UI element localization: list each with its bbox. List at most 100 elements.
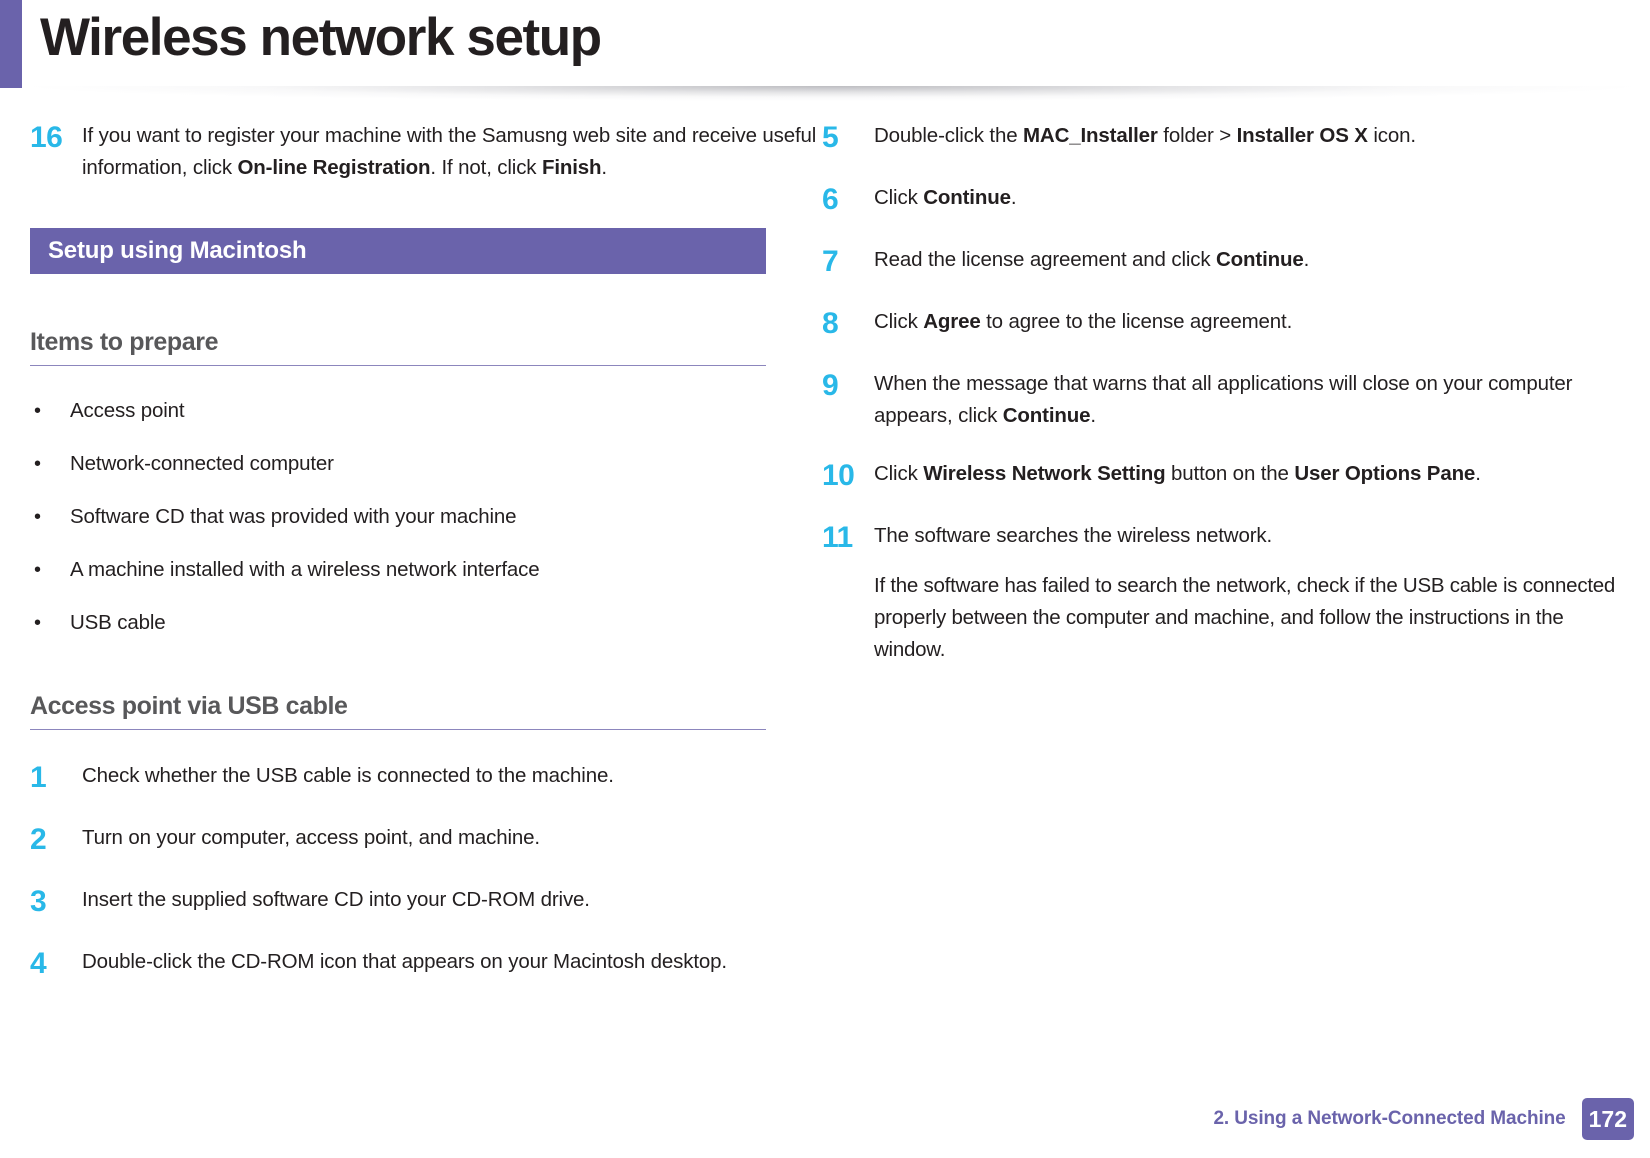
header-divider-shadow bbox=[22, 86, 1642, 102]
step-number: 2 bbox=[30, 823, 47, 856]
sub-heading-rule bbox=[30, 365, 766, 366]
sub-heading-label: Access point via USB cable bbox=[30, 692, 348, 720]
footer-page-number: 172 bbox=[1581, 1098, 1634, 1140]
step-11: 11 The software searches the wireless net… bbox=[822, 520, 1622, 666]
sub-heading-label: Items to prepare bbox=[30, 328, 219, 356]
step-text: Read the license agreement and click Con… bbox=[874, 244, 1622, 276]
plain-text: . bbox=[601, 156, 607, 179]
step-number: 8 bbox=[822, 307, 839, 340]
plain-text: to agree to the license agreement. bbox=[980, 310, 1293, 333]
plain-text: Read the license agreement and click bbox=[874, 248, 1217, 271]
step-number: 5 bbox=[822, 121, 839, 154]
macintosh-steps-list: 5 Double-click the MAC_Installer folder >… bbox=[822, 120, 1622, 666]
section-banner-label: Setup using Macintosh bbox=[48, 237, 307, 264]
plain-text: . bbox=[1303, 248, 1310, 271]
sub-heading-items-to-prepare: Items to prepare bbox=[30, 328, 766, 366]
step-text: Turn on your computer, access point, and… bbox=[82, 822, 820, 854]
plain-text: folder > bbox=[1157, 124, 1237, 147]
step-4: 4 Double-click the CD-ROM icon that appea… bbox=[30, 946, 820, 982]
usb-steps-list: 1 Check whether the USB cable is connecte… bbox=[30, 760, 820, 982]
page-header: Wireless network setup bbox=[0, 0, 1650, 102]
plain-text: The software searches the wireless netwo… bbox=[874, 524, 1273, 547]
emphasis-text: Wireless Network Setting bbox=[923, 462, 1166, 485]
sub-heading-rule bbox=[30, 729, 766, 730]
list-item: • A machine installed with a wireless net… bbox=[30, 555, 820, 585]
emphasis-text: On-line Registration bbox=[237, 156, 431, 179]
list-item-label: A machine installed with a wireless netw… bbox=[70, 558, 540, 581]
step-text: Double-click the CD-ROM icon that appear… bbox=[82, 946, 820, 978]
step-text: When the message that warns that all app… bbox=[874, 368, 1622, 432]
step-16: 16 If you want to register your machine … bbox=[30, 120, 820, 184]
step-subtext: If the software has failed to search the… bbox=[874, 574, 1616, 661]
bullet-dot-icon: • bbox=[34, 559, 42, 581]
right-column: 5 Double-click the MAC_Installer folder >… bbox=[822, 120, 1622, 692]
bullet-dot-icon: • bbox=[34, 400, 42, 422]
list-item-label: Software CD that was provided with your … bbox=[70, 505, 517, 528]
plain-text: . bbox=[1010, 186, 1017, 209]
plain-text: icon. bbox=[1367, 124, 1416, 147]
plain-text: Insert the supplied software CD into you… bbox=[82, 888, 590, 911]
plain-text: When the message that warns that all app… bbox=[874, 372, 1573, 427]
step-text: Insert the supplied software CD into you… bbox=[82, 884, 820, 916]
list-item-label: Access point bbox=[70, 399, 185, 422]
header-accent-bar bbox=[0, 0, 22, 88]
list-item: • Access point bbox=[30, 396, 820, 426]
step-text: The software searches the wireless netwo… bbox=[874, 520, 1622, 666]
step-text: Double-click the MAC_Installer folder > … bbox=[874, 120, 1622, 152]
bullet-dot-icon: • bbox=[34, 506, 42, 528]
list-item: • Network-connected computer bbox=[30, 449, 820, 479]
plain-text: Click bbox=[874, 310, 924, 333]
step-text: If you want to register your machine wit… bbox=[82, 120, 820, 184]
step-text: Click Agree to agree to the license agre… bbox=[874, 306, 1622, 338]
plain-text: Click bbox=[874, 462, 924, 485]
step-number: 9 bbox=[822, 369, 839, 402]
step-8: 8 Click Agree to agree to the license agr… bbox=[822, 306, 1622, 342]
emphasis-text: Continue bbox=[1216, 248, 1304, 271]
list-item: • USB cable bbox=[30, 608, 820, 638]
plain-text: Double-click the CD-ROM icon that appear… bbox=[82, 950, 727, 973]
emphasis-text: Finish bbox=[541, 156, 602, 179]
emphasis-text: Continue bbox=[923, 186, 1011, 209]
section-banner-setup-using-macintosh: Setup using Macintosh bbox=[30, 228, 766, 274]
step-number: 7 bbox=[822, 245, 839, 278]
emphasis-text: User Options Pane bbox=[1294, 462, 1476, 485]
step-number: 11 bbox=[822, 521, 853, 554]
step-10: 10 Click Wireless Network Setting button … bbox=[822, 458, 1622, 494]
page-footer: 2. Using a Network-Connected Machine 172 bbox=[1213, 1098, 1634, 1140]
plain-text: Click bbox=[874, 186, 924, 209]
emphasis-text: MAC_Installer bbox=[1023, 124, 1158, 147]
emphasis-text: Continue bbox=[1002, 404, 1091, 427]
plain-text: Double-click the bbox=[874, 124, 1023, 147]
list-item-label: Network-connected computer bbox=[70, 452, 334, 475]
list-item-label: USB cable bbox=[70, 611, 166, 634]
emphasis-text: Installer OS X bbox=[1236, 124, 1368, 147]
step-number: 1 bbox=[30, 761, 47, 794]
page-title: Wireless network setup bbox=[40, 8, 602, 67]
step-1: 1 Check whether the USB cable is connecte… bbox=[30, 760, 820, 796]
emphasis-text: Agree bbox=[923, 310, 981, 333]
plain-text: button on the bbox=[1165, 462, 1295, 485]
step-2: 2 Turn on your computer, access point, an… bbox=[30, 822, 820, 858]
plain-text: . If not, click bbox=[430, 156, 542, 179]
sub-heading-access-point-via-usb-cable: Access point via USB cable bbox=[30, 692, 766, 730]
step-text: Click Continue. bbox=[874, 182, 1622, 214]
footer-chapter-label: 2. Using a Network-Connected Machine bbox=[1213, 1108, 1566, 1129]
step-number: 6 bbox=[822, 183, 839, 216]
bullet-dot-icon: • bbox=[34, 453, 42, 475]
plain-text: Turn on your computer, access point, and… bbox=[82, 826, 540, 849]
step-text: Check whether the USB cable is connected… bbox=[82, 760, 820, 792]
items-to-prepare-list: • Access point • Network-connected computer… bbox=[30, 396, 820, 638]
step-number: 4 bbox=[30, 947, 47, 980]
plain-text: If you want to register your machine wit… bbox=[82, 124, 817, 179]
step-9: 9 When the message that warns that all ap… bbox=[822, 368, 1622, 432]
step-3: 3 Insert the supplied software CD into yo… bbox=[30, 884, 820, 920]
bullet-dot-icon: • bbox=[34, 612, 42, 634]
step-number: 10 bbox=[822, 459, 855, 492]
step-7: 7 Read the license agreement and click Co… bbox=[822, 244, 1622, 280]
step-number: 16 bbox=[30, 121, 63, 154]
list-item: • Software CD that was provided with your… bbox=[30, 502, 820, 532]
step-number: 3 bbox=[30, 885, 47, 918]
plain-text: . bbox=[1090, 404, 1096, 427]
step-text: Click Wireless Network Setting button on… bbox=[874, 458, 1622, 490]
left-column: 16 If you want to register your machine … bbox=[30, 120, 820, 1008]
